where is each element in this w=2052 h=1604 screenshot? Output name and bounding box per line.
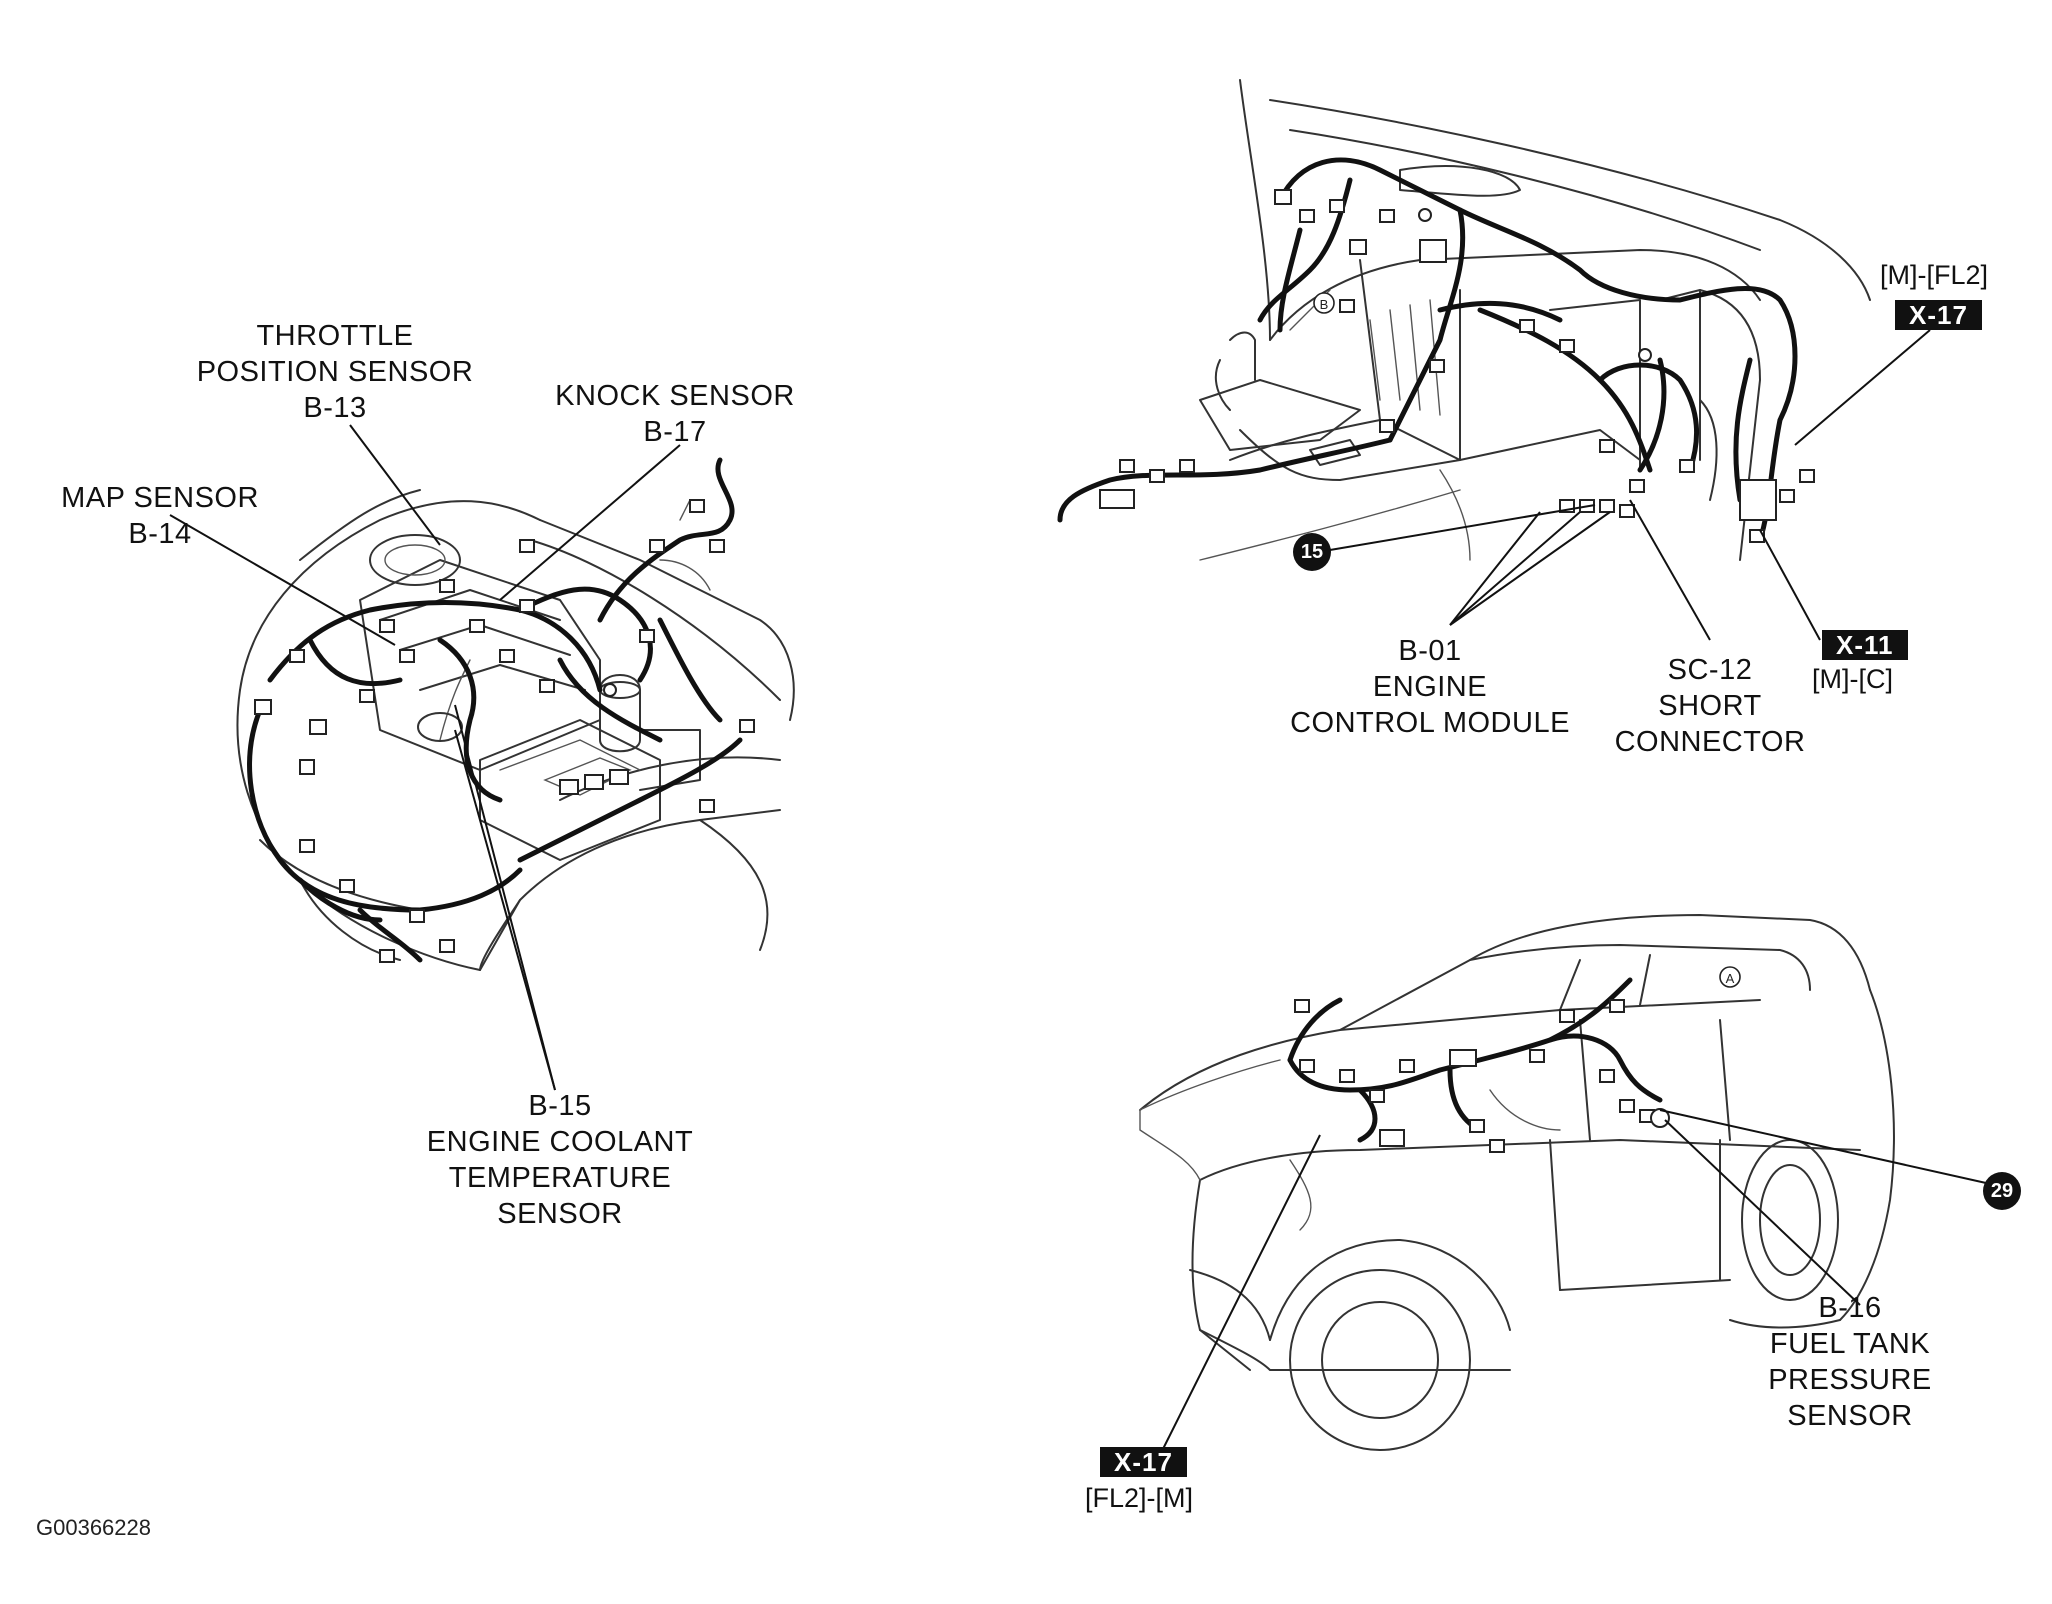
short-connector-label: SC-12 SHORT CONNECTOR xyxy=(1614,654,1806,758)
engine-control-module-label: B-01 ENGINE CONTROL MODULE xyxy=(1290,635,1570,739)
view-markers: B A xyxy=(1313,292,1741,988)
engine-bay-drawing xyxy=(236,457,795,971)
cabin-dash-drawing xyxy=(1057,79,1871,561)
knock-sensor-label: KNOCK SENSOR B-17 xyxy=(555,380,795,448)
figure-id: G00366228 xyxy=(36,1515,151,1540)
x11-tag: X-11 xyxy=(1822,630,1908,660)
view-tag-a: A xyxy=(1726,971,1735,986)
callout-29: 29 xyxy=(1983,1172,2021,1210)
throttle-position-sensor-label: THROTTLE POSITION SENSOR B-13 xyxy=(196,320,474,424)
engine-coolant-temperature-sensor-label: B-15 ENGINE COOLANT TEMPERATURE SENSOR xyxy=(426,1090,694,1230)
vehicle-drawing xyxy=(1139,914,1895,1451)
map-sensor-label: MAP SENSOR B-14 xyxy=(61,482,259,550)
callout-15: 15 xyxy=(1293,533,1331,571)
x17-bottom-bracket: [FL2]-[M] xyxy=(1085,1483,1194,1513)
view-tag-b: B xyxy=(1320,297,1329,312)
x17-bottom-tag: X-17 xyxy=(1100,1447,1187,1477)
x17-top-bracket: [M]-[FL2] xyxy=(1880,260,1989,290)
x11-bracket: [M]-[C] xyxy=(1812,664,1893,694)
leader-lines xyxy=(169,329,1996,1456)
fuel-tank-pressure-sensor-label: B-16 FUEL TANK PRESSURE SENSOR xyxy=(1768,1292,1932,1432)
x17-top-tag: X-17 xyxy=(1895,300,1982,330)
